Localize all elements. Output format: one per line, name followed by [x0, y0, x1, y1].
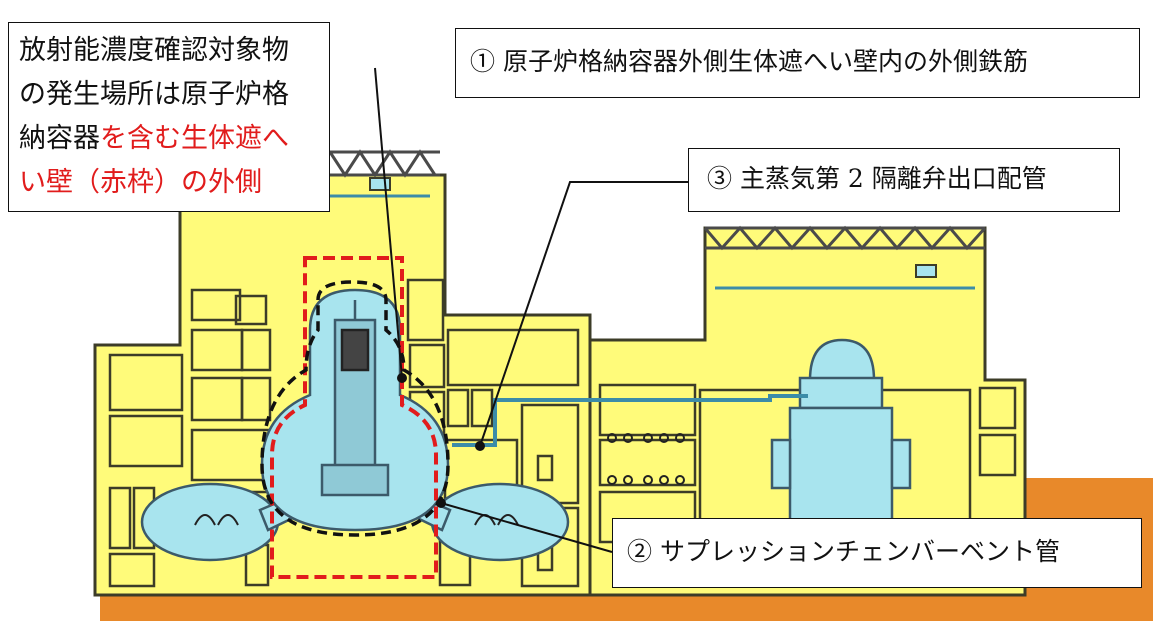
marker-3: [475, 441, 485, 451]
main-steam-pipe: [452, 394, 808, 447]
callout-label-3: ③ 主蒸気第 2 隔離弁出口配管: [688, 148, 1120, 212]
marker-1: [397, 373, 407, 383]
note-line-3-red: を含む生体遮へ: [100, 123, 289, 154]
containment-vessel: [140, 288, 570, 562]
leader-line-3: [479, 181, 690, 447]
note-line-4: い壁（赤枠）の外側: [19, 167, 262, 198]
callout-label-2: ② サプレッションチェンバーベント管: [612, 518, 1142, 588]
note-line-3: 納容器を含む生体遮へ: [19, 117, 319, 161]
biological-shield-boundary: [270, 256, 438, 579]
leader-line-1: [374, 67, 403, 379]
leader-lines: [374, 67, 690, 553]
suppression-chamber-left: [140, 482, 280, 562]
callout-label-1: ① 原子炉格納容器外側生体遮へい壁内の外側鉄筋: [455, 28, 1140, 98]
note-line-1: 放射能濃度確認対象物: [19, 35, 289, 66]
note-box: 放射能濃度確認対象物 の発生場所は原子炉格 納容器を含む生体遮へ い壁（赤枠）の…: [8, 22, 330, 212]
leader-line-2: [440, 502, 613, 553]
note-line-2: の発生場所は原子炉格: [19, 79, 289, 110]
note-line-3-black: 納容器: [19, 123, 100, 154]
marker-2: [436, 498, 446, 508]
building-rooms: [108, 278, 580, 588]
